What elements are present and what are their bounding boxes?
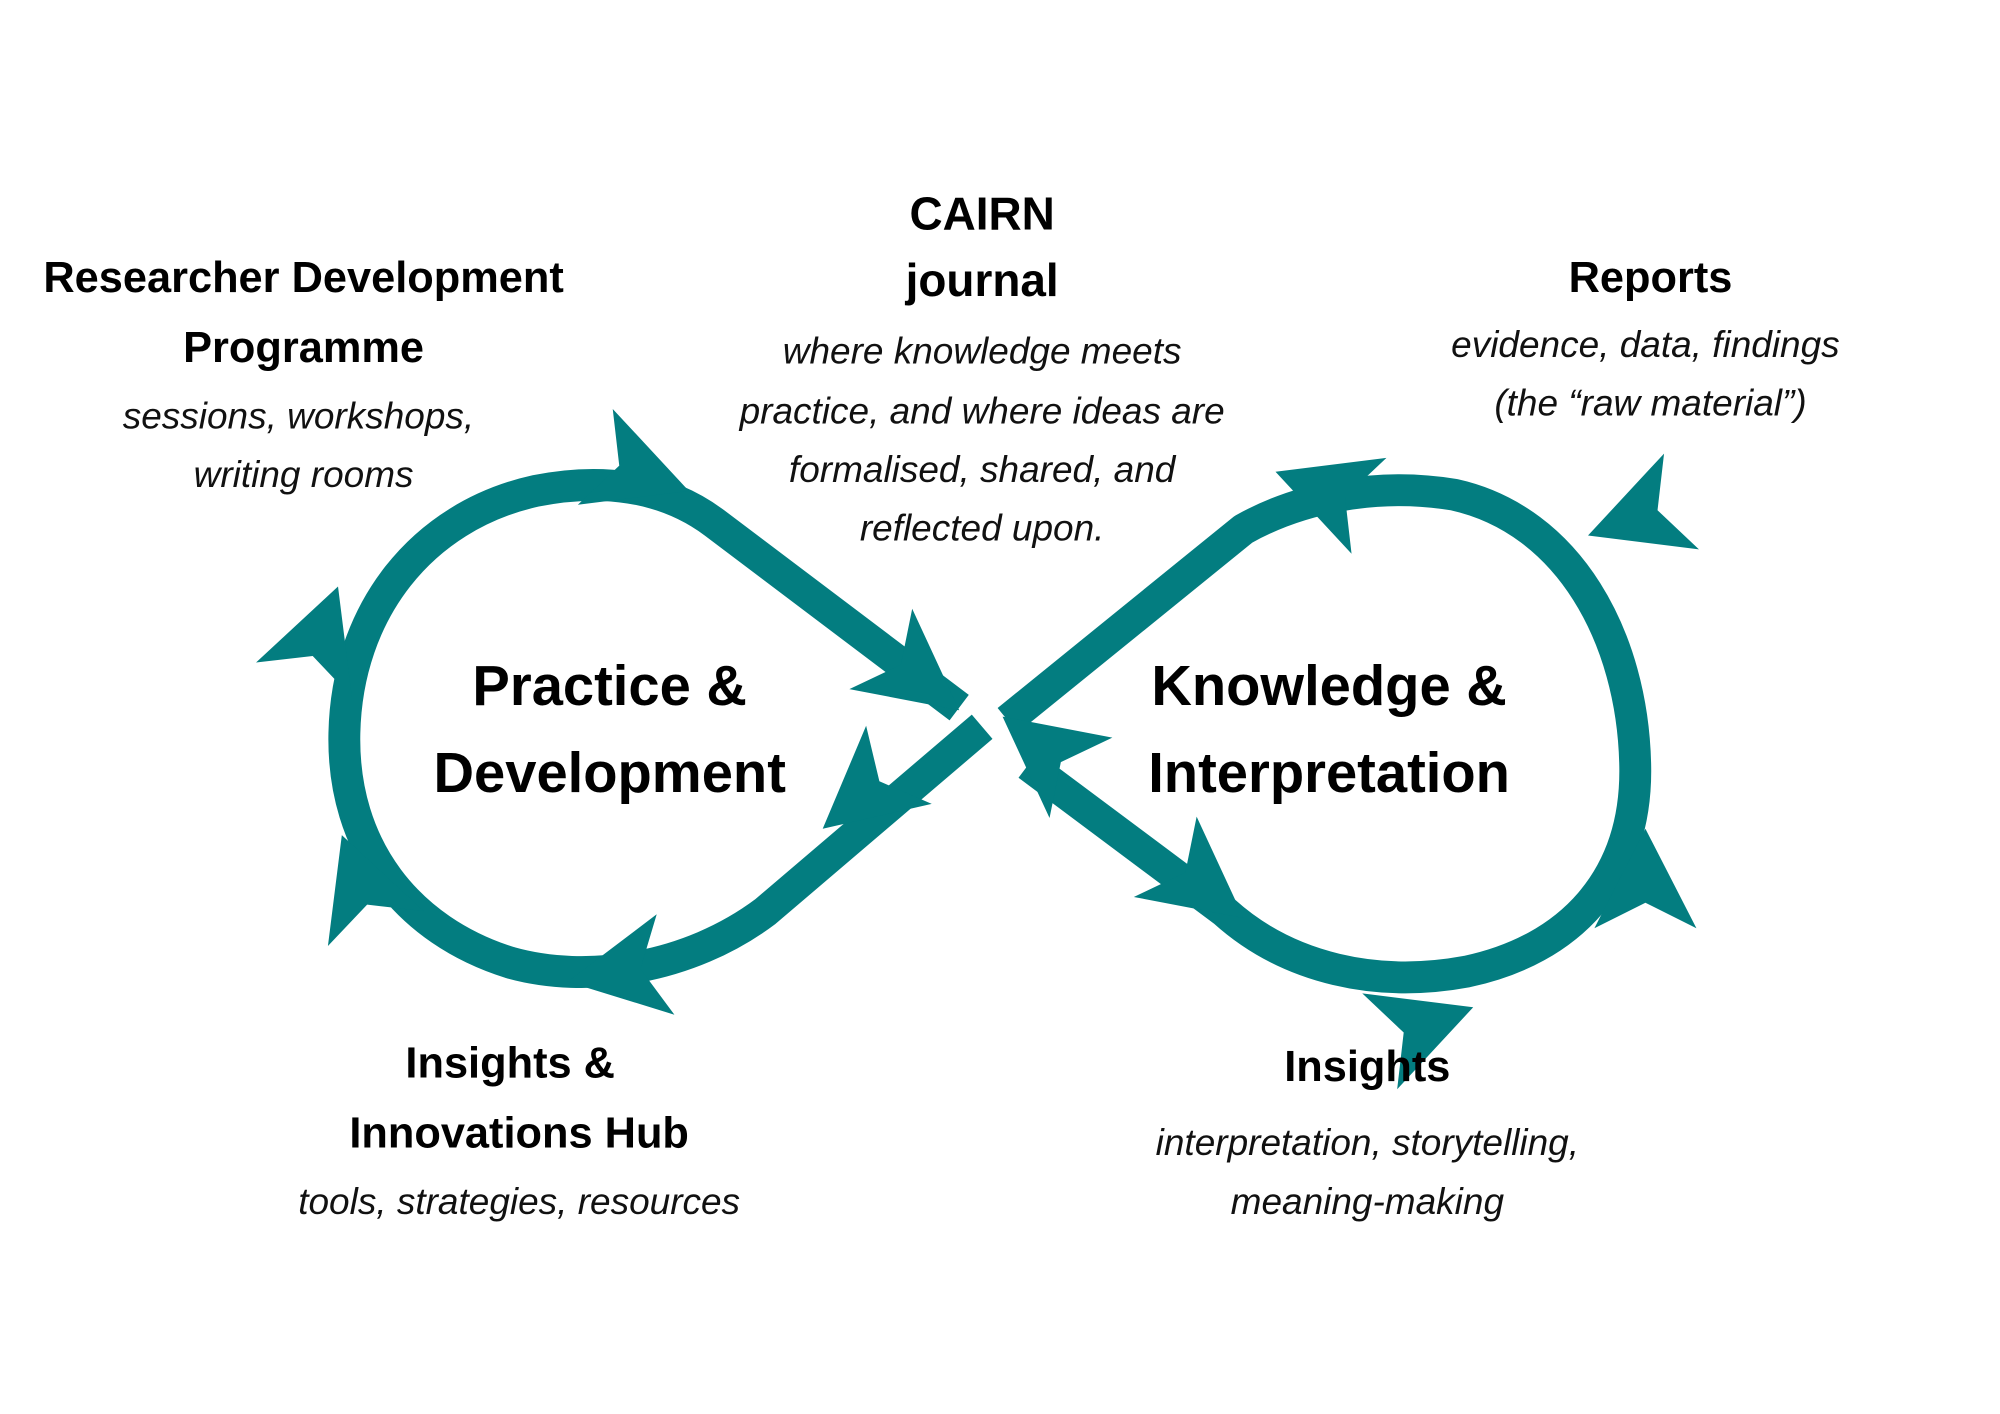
node-reports: Reports evidence, data, findings (the “r… xyxy=(1451,254,1840,424)
arrowhead-icon xyxy=(567,914,675,1015)
arrowhead-icon xyxy=(256,586,352,698)
node-desc-line: meaning-making xyxy=(1231,1181,1505,1222)
node-title-line: CAIRN xyxy=(909,188,1054,240)
node-title-line: Innovations Hub xyxy=(349,1110,689,1158)
node-desc-line: sessions, workshops, xyxy=(123,395,474,436)
node-desc-line: writing rooms xyxy=(194,454,414,495)
right-loop-path xyxy=(997,474,1652,994)
loop-paths xyxy=(328,468,1652,994)
left-loop-title-line-1: Practice & xyxy=(472,654,747,717)
node-title-line: journal xyxy=(905,254,1059,306)
node-desc-line: interpretation, storytelling, xyxy=(1156,1122,1579,1163)
arrowhead-icon xyxy=(327,835,424,947)
node-title-line: Insights & xyxy=(405,1039,615,1087)
arrowhead-icon xyxy=(1275,457,1387,554)
node-desc-line: where knowledge meets xyxy=(783,330,1182,371)
node-title-line: Insights xyxy=(1284,1043,1450,1091)
arrowhead-icon xyxy=(577,408,689,505)
arrowhead-icon xyxy=(1362,993,1474,1090)
node-desc-line: tools, strategies, resources xyxy=(298,1181,740,1222)
node-insights-innovations-hub: Insights & Innovations Hub tools, strate… xyxy=(298,1039,740,1221)
node-title-line: Researcher Development xyxy=(43,254,563,302)
arrowhead-icon xyxy=(1002,716,1113,818)
arrowhead-icon xyxy=(1594,828,1697,929)
node-desc-line: evidence, data, findings xyxy=(1451,324,1840,365)
left-loop-title-line-2: Development xyxy=(433,741,785,804)
arrowhead-icon xyxy=(849,608,960,711)
arrowhead-icon xyxy=(1588,453,1699,550)
node-desc-line: formalised, shared, and xyxy=(789,449,1177,490)
right-loop-title: Knowledge & Interpretation xyxy=(1148,654,1510,804)
node-cairn-journal: CAIRN journal where knowledge meets prac… xyxy=(739,188,1225,549)
right-loop-title-line-2: Interpretation xyxy=(1148,741,1510,804)
node-title-line: Reports xyxy=(1569,254,1733,302)
node-desc-line: reflected upon. xyxy=(860,508,1105,549)
left-loop-title: Practice & Development xyxy=(433,654,785,804)
arrowhead-icon xyxy=(822,725,932,829)
node-researcher-development: Researcher Development Programme session… xyxy=(43,254,563,495)
node-desc-line: (the “raw material”) xyxy=(1494,383,1806,424)
right-loop-title-line-1: Knowledge & xyxy=(1151,654,1506,717)
node-insights: Insights interpretation, storytelling, m… xyxy=(1156,1043,1579,1222)
left-loop-path xyxy=(328,468,993,988)
arrowheads xyxy=(256,408,1699,1090)
arrowhead-icon xyxy=(1133,816,1244,919)
node-desc-line: practice, and where ideas are xyxy=(739,390,1225,431)
node-title-line: Programme xyxy=(183,324,424,372)
